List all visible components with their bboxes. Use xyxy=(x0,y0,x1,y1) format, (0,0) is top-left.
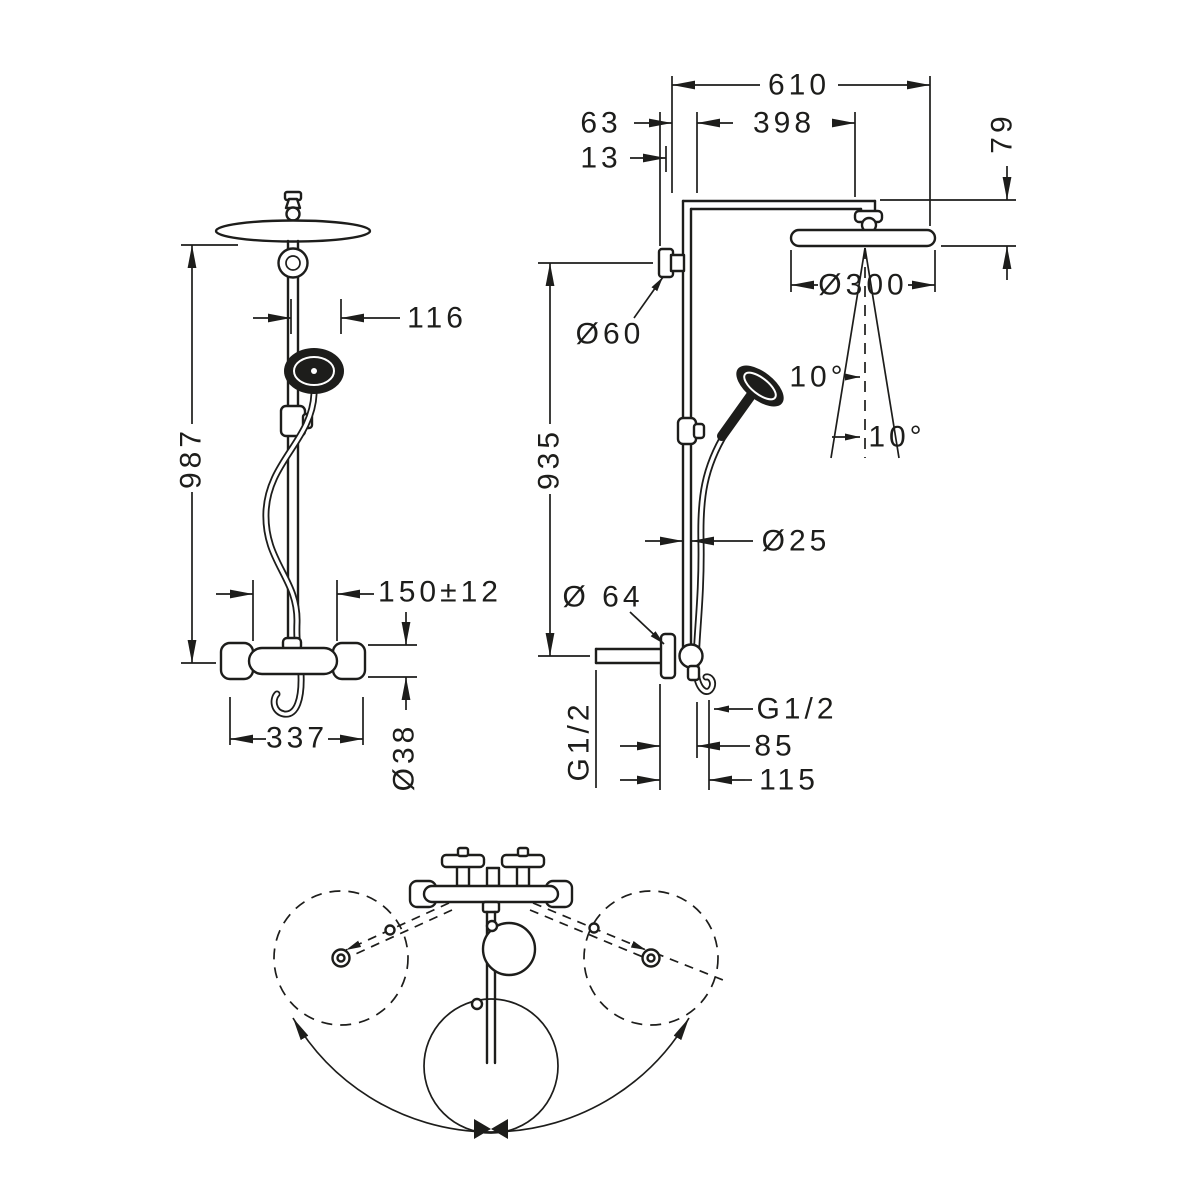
hand-shower-side xyxy=(736,365,784,407)
side-dim-tilt-upper-label: 10° xyxy=(789,361,846,394)
side-structure xyxy=(594,199,937,695)
side-dim-d25-label: Ø25 xyxy=(762,525,831,558)
side-dim-d60-label: Ø60 xyxy=(576,318,645,351)
overhead-shower-front xyxy=(214,219,372,243)
side-dim-398-label: 398 xyxy=(753,107,815,140)
front-structure xyxy=(214,190,372,718)
side-dim-d64-label: Ø 64 xyxy=(562,581,643,614)
front-dim-116-label: 116 xyxy=(407,302,467,335)
front-dim-987-label: 987 xyxy=(175,427,208,489)
side-dim-79-label: 79 xyxy=(986,112,1019,153)
side-dim-935-label: 935 xyxy=(533,428,566,490)
overhead-shower-side xyxy=(789,228,937,248)
side-dim-85-label: 85 xyxy=(754,730,795,763)
side-dim-63-label: 63 xyxy=(580,107,621,140)
front-dim-337-label: 337 xyxy=(266,722,328,755)
outlet-top xyxy=(481,900,501,914)
escutcheon-side xyxy=(659,632,677,680)
side-dim-d300-label: Ø300 xyxy=(818,269,907,302)
side-dim-610-label: 610 xyxy=(768,69,830,102)
side-dim-g12-wall-label: G1/2 xyxy=(563,700,596,781)
top-view xyxy=(273,846,729,1139)
side-dimension-lines xyxy=(538,76,1016,790)
shower-position-current xyxy=(423,998,559,1134)
ball-joint-top xyxy=(481,921,537,977)
side-dim-g12-hose-label: G1/2 xyxy=(756,693,837,726)
front-dim-150-label: 150±12 xyxy=(378,576,502,609)
side-dim-115-label: 115 xyxy=(759,764,819,797)
side-dim-13-label: 13 xyxy=(580,142,621,175)
swivel-arc xyxy=(292,1017,690,1133)
side-view: 610 63 398 13 79 Ø60 Ø300 10° 10° 935 Ø2… xyxy=(533,69,1019,797)
side-dim-tilt-lower-label: 10° xyxy=(868,421,925,454)
wall-bracket-front xyxy=(277,247,309,279)
holder-knob-side xyxy=(692,422,706,440)
swivel-hose-lines xyxy=(345,902,729,983)
front-dimension-lines xyxy=(181,244,417,745)
thermostat-valve-front xyxy=(247,646,339,676)
outlet-symbol xyxy=(474,1119,491,1139)
front-dim-38-label: Ø38 xyxy=(388,723,421,792)
elbow-nut xyxy=(678,643,704,669)
thermostat-valve-top xyxy=(422,884,560,904)
hose-connector xyxy=(686,664,701,682)
hand-shower-handle-side xyxy=(717,389,757,441)
head-ball-joint-front xyxy=(285,206,301,222)
front-view: 116 987 150±12 337 Ø38 xyxy=(175,190,502,792)
